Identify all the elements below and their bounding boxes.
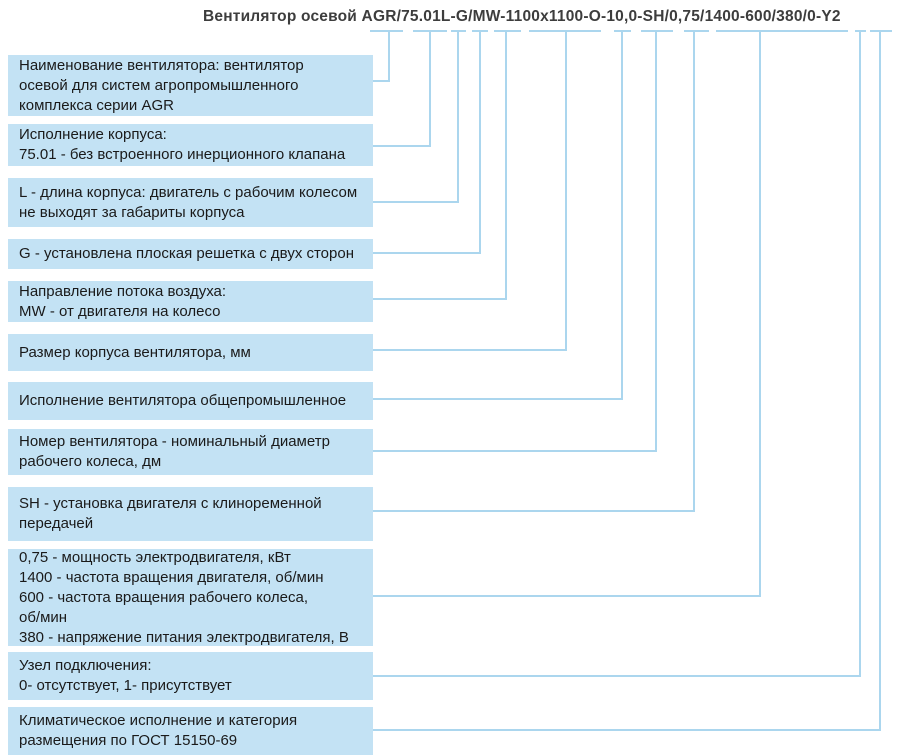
label-box-4: G - установлена плоская решетка с двух с… xyxy=(8,239,373,269)
tick-underline-1 xyxy=(370,30,403,32)
connector-stem-4 xyxy=(479,31,481,254)
tick-underline-10 xyxy=(716,30,848,32)
connector-stem-11 xyxy=(859,31,861,677)
connector-hline-4 xyxy=(373,252,481,254)
connector-stem-8 xyxy=(655,31,657,452)
tick-underline-8 xyxy=(641,30,673,32)
label-box-10: 0,75 - мощность электродвигателя, кВт 14… xyxy=(8,549,373,646)
connector-hline-10 xyxy=(373,595,761,597)
label-box-6: Размер корпуса вентилятора, мм xyxy=(8,334,373,371)
connector-hline-7 xyxy=(373,398,623,400)
connector-hline-2 xyxy=(373,145,431,147)
connector-stem-1 xyxy=(388,31,390,82)
connector-stem-6 xyxy=(565,31,567,351)
model-designation-title: Вентилятор осевой AGR/75.01L-G/MW-1100x1… xyxy=(203,8,841,25)
connector-hline-1 xyxy=(373,80,390,82)
label-box-9: SH - установка двигателя с клиноременной… xyxy=(8,487,373,541)
connector-stem-10 xyxy=(759,31,761,597)
label-box-11: Узел подключения: 0- отсутствует, 1- при… xyxy=(8,652,373,700)
connector-hline-3 xyxy=(373,201,459,203)
connector-stem-3 xyxy=(457,31,459,203)
label-box-8: Номер вентилятора - номинальный диаметр … xyxy=(8,429,373,475)
label-box-12: Климатическое исполнение и категория раз… xyxy=(8,707,373,755)
connector-stem-7 xyxy=(621,31,623,400)
tick-underline-9 xyxy=(684,30,709,32)
connector-stem-2 xyxy=(429,31,431,147)
tick-underline-5 xyxy=(494,30,521,32)
label-box-3: L - длина корпуса: двигатель с рабочим к… xyxy=(8,178,373,227)
connector-stem-12 xyxy=(879,31,881,731)
label-box-5: Направление потока воздуха: MW - от двиг… xyxy=(8,281,373,322)
connector-stem-5 xyxy=(505,31,507,300)
connector-hline-5 xyxy=(373,298,507,300)
label-box-1: Наименование вентилятора: вентилятор осе… xyxy=(8,55,373,116)
connector-hline-6 xyxy=(373,349,567,351)
connector-hline-8 xyxy=(373,450,657,452)
connector-hline-9 xyxy=(373,510,695,512)
tick-underline-12 xyxy=(870,30,892,32)
label-box-2: Исполнение корпуса: 75.01 - без встроенн… xyxy=(8,124,373,166)
connector-hline-12 xyxy=(373,729,881,731)
connector-stem-9 xyxy=(693,31,695,512)
label-box-7: Исполнение вентилятора общепромышленное xyxy=(8,382,373,420)
connector-hline-11 xyxy=(373,675,861,677)
